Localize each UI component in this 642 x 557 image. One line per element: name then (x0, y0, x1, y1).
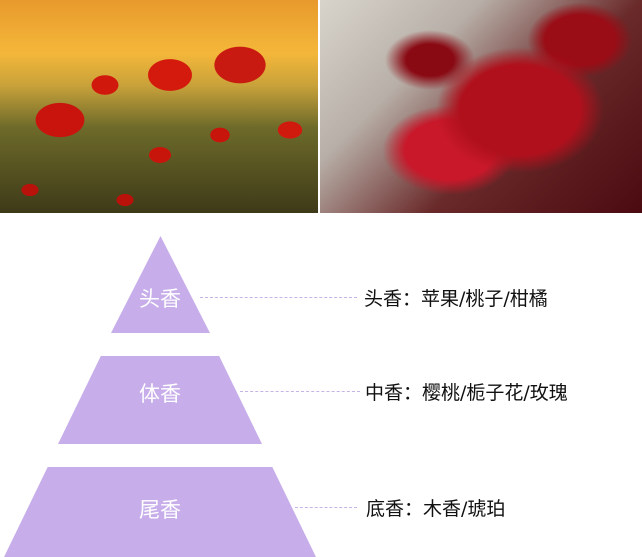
top-tier-label: 头香 (139, 287, 181, 311)
poppy-field-photo (0, 0, 318, 213)
bottom-tier-label: 尾香 (139, 498, 181, 522)
pyramid-bottom-tier (4, 467, 316, 557)
red-rose-photo (320, 0, 642, 213)
bottom-connector-line (295, 507, 357, 508)
middle-tier-label: 体香 (139, 382, 181, 406)
top-connector-line (200, 297, 357, 298)
middle-notes-text: 中香：樱桃/栀子花/玫瑰 (365, 382, 568, 404)
middle-connector-line (240, 391, 360, 392)
top-notes-text: 头香：苹果/桃子/柑橘 (364, 288, 548, 310)
bottom-notes-text: 底香：木香/琥珀 (366, 498, 506, 520)
